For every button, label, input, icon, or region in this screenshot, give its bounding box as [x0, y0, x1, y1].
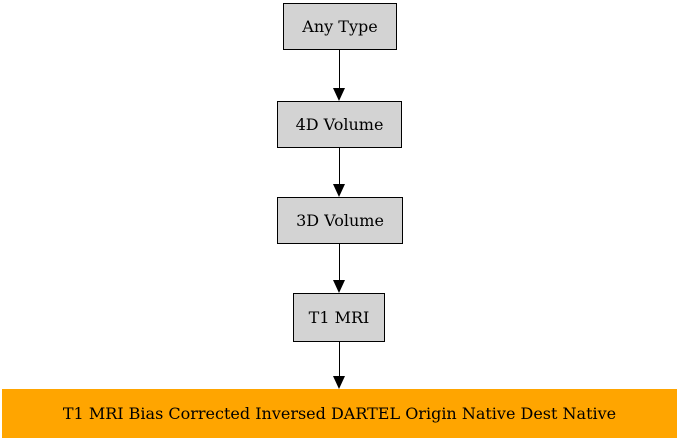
- node-4d-volume-label: 4D Volume: [295, 115, 384, 134]
- node-3d-volume: 3D Volume: [277, 197, 403, 244]
- edge-line: [338, 148, 340, 186]
- node-any-type: Any Type: [283, 3, 397, 50]
- node-t1-mri-bias-corrected-label: T1 MRI Bias Corrected Inversed DARTEL Or…: [62, 404, 617, 423]
- arrowhead-icon: [333, 376, 345, 389]
- node-t1-mri-label: T1 MRI: [308, 308, 370, 327]
- node-3d-volume-label: 3D Volume: [296, 211, 384, 230]
- node-t1-mri-bias-corrected: T1 MRI Bias Corrected Inversed DARTEL Or…: [2, 389, 677, 438]
- edge-line: [338, 50, 340, 90]
- edge-t1-mri-to-t1-mri-bias: [333, 342, 346, 389]
- edge-line: [338, 244, 340, 282]
- arrowhead-icon: [333, 88, 345, 101]
- edge-4d-volume-to-3d-volume: [333, 148, 346, 197]
- arrowhead-icon: [333, 184, 345, 197]
- arrowhead-icon: [333, 280, 345, 293]
- edge-3d-volume-to-t1-mri: [333, 244, 346, 293]
- node-any-type-label: Any Type: [302, 17, 378, 36]
- node-4d-volume: 4D Volume: [277, 101, 402, 148]
- edge-any-type-to-4d-volume: [333, 50, 346, 101]
- edge-line: [338, 342, 340, 378]
- node-t1-mri: T1 MRI: [293, 293, 385, 342]
